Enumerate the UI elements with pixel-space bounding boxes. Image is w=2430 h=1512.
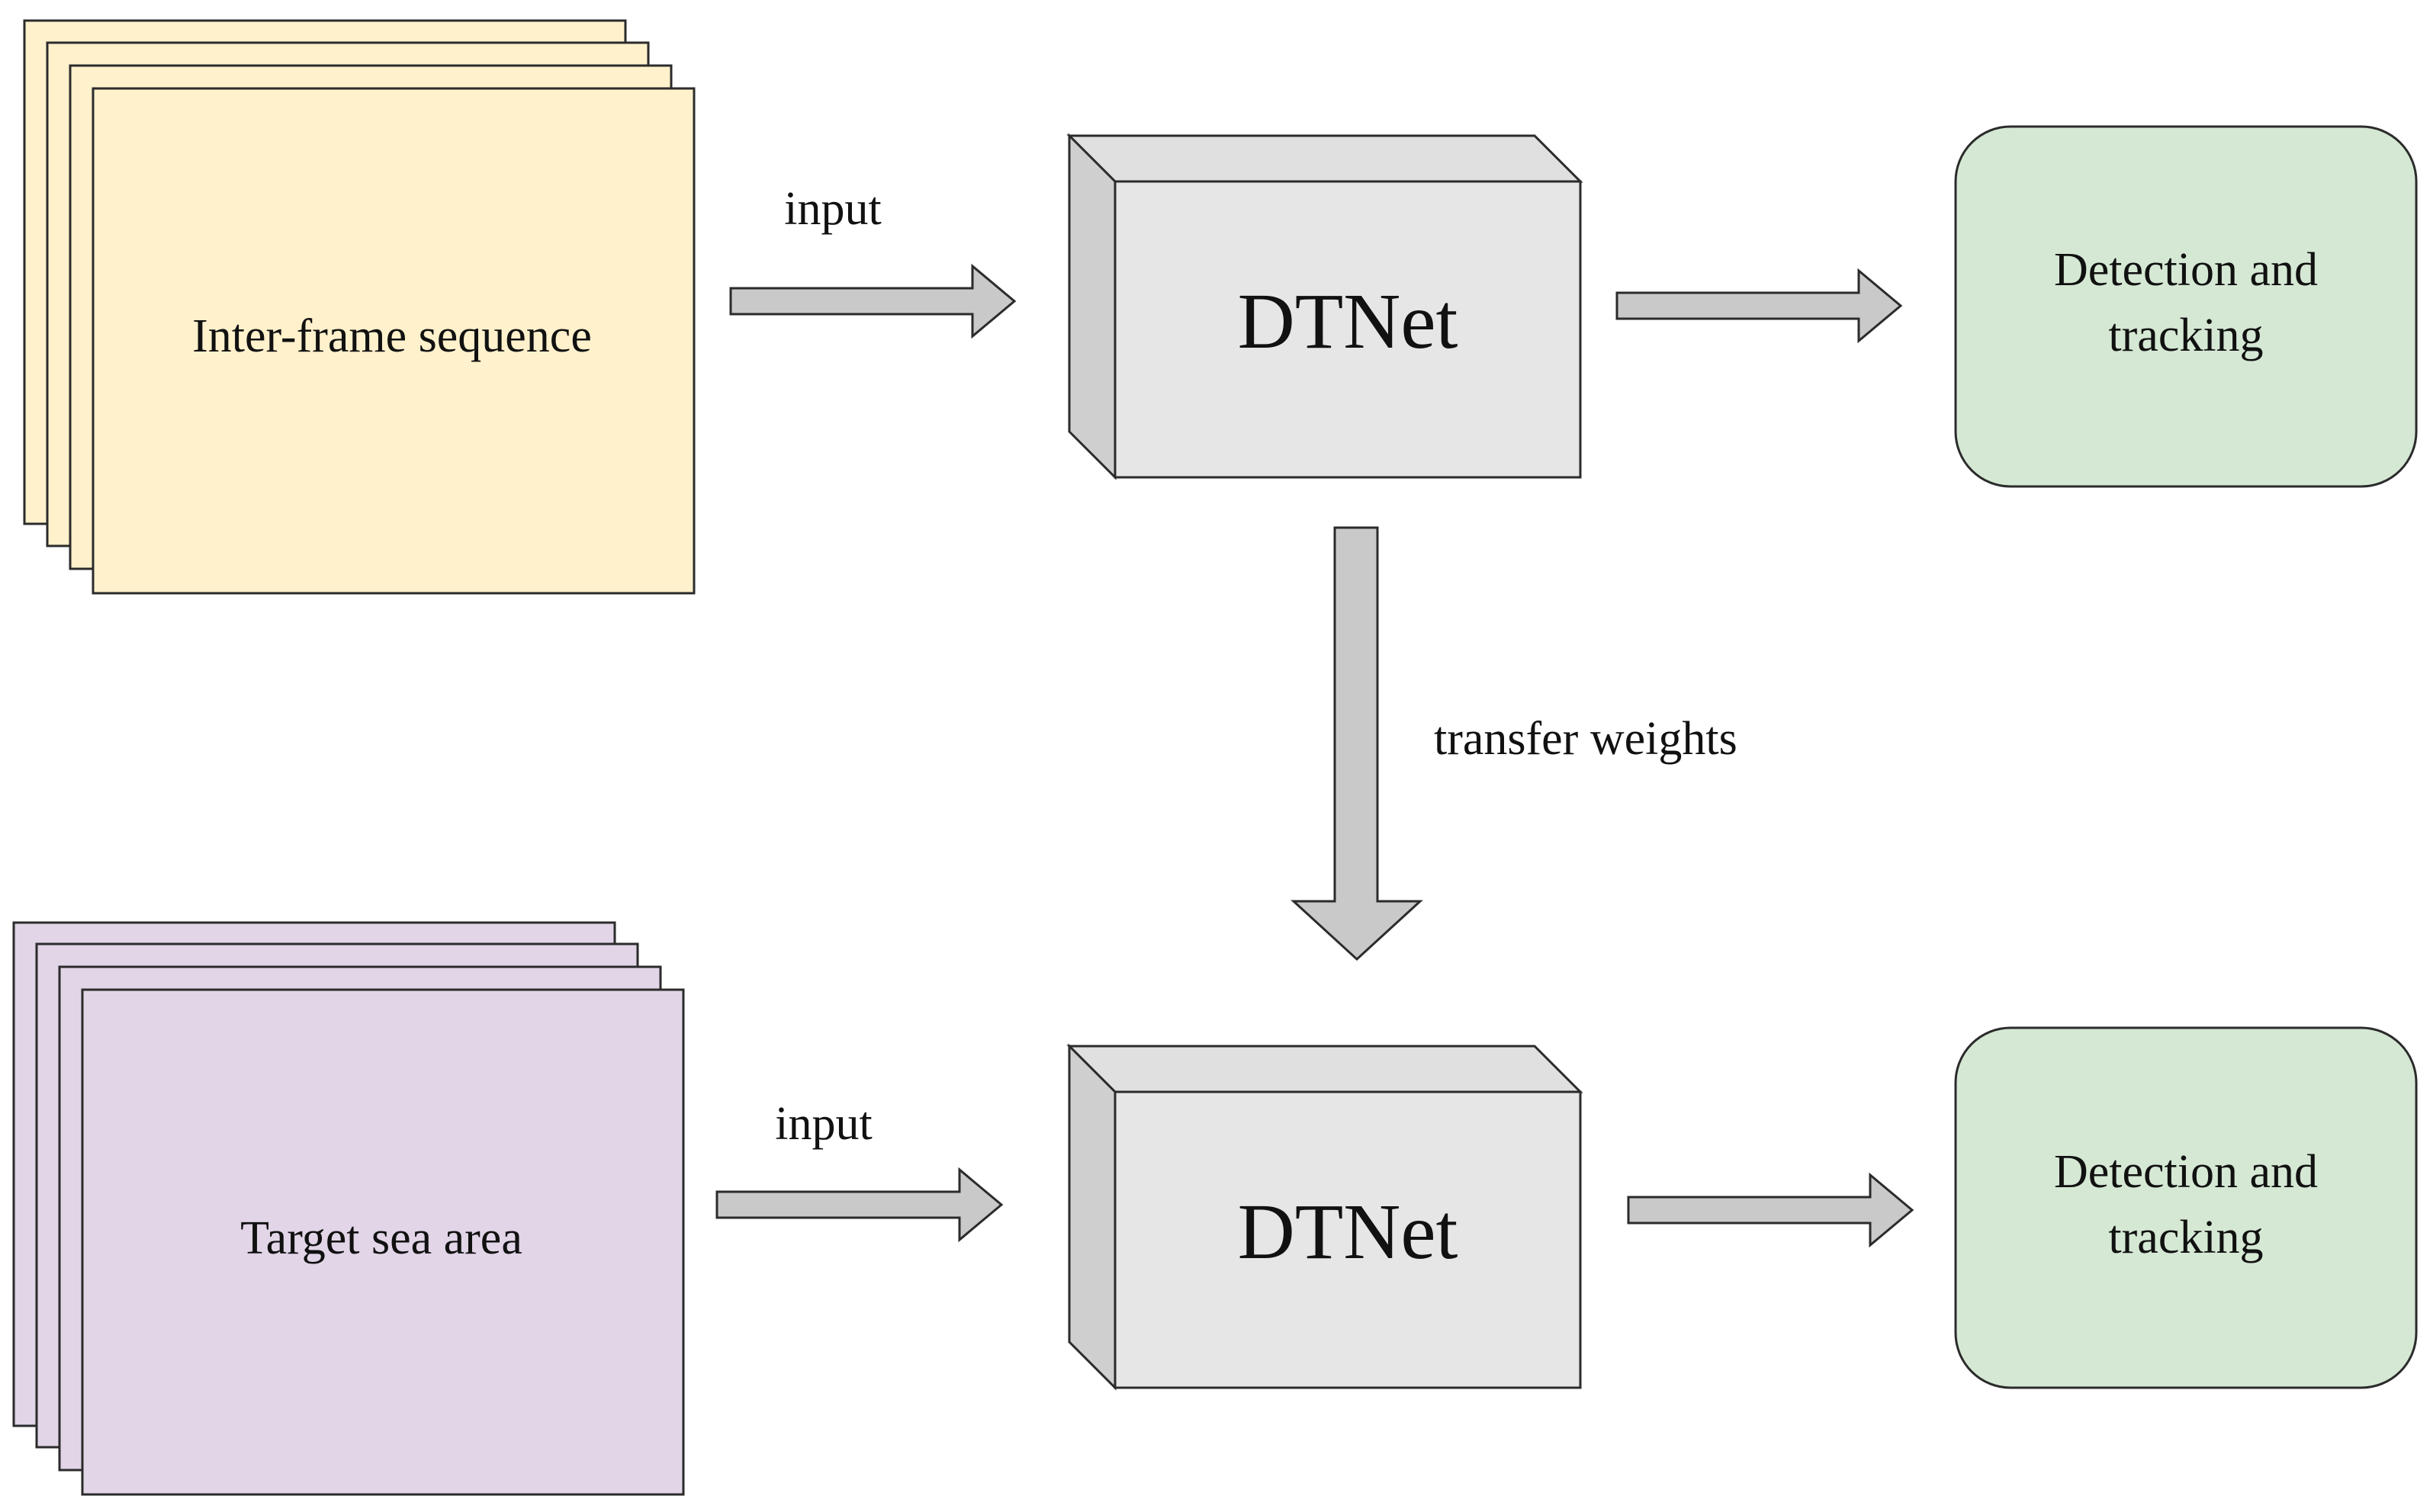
bottom-dtnet-front-face	[1114, 1090, 1582, 1389]
bottom-dtnet-label: DTNet	[1238, 1188, 1458, 1276]
bottom-dtnet-side-face	[1068, 1043, 1117, 1391]
top-dtnet-label: DTNet	[1238, 278, 1458, 365]
source-frame-stack	[23, 19, 696, 595]
transfer-weights-label: transfer weights	[1434, 713, 1737, 765]
top-input-arrow-label: input	[784, 183, 881, 235]
target-stack-label: Target sea area	[240, 1212, 522, 1264]
top-dtnet-top-face	[1066, 134, 1583, 183]
transfer-weights-arrow	[1291, 526, 1423, 961]
top-output-arrow	[1615, 268, 1903, 344]
bottom-output-label-line2: tracking	[2108, 1212, 2263, 1263]
bottom-output-box	[1954, 1026, 2418, 1389]
target-frame-stack	[12, 921, 685, 1496]
source-frame-layer-1	[92, 87, 696, 595]
bottom-input-arrow-label: input	[775, 1098, 872, 1150]
bottom-output-arrow	[1627, 1172, 1914, 1248]
bottom-dtnet-top-face	[1066, 1045, 1583, 1093]
top-dtnet-side-face	[1068, 133, 1117, 480]
top-input-arrow	[729, 263, 1017, 339]
target-frame-layer-1	[81, 988, 685, 1496]
bottom-output-label-line1: Detection and	[2054, 1146, 2318, 1198]
top-output-label-line1: Detection and	[2054, 244, 2318, 296]
bottom-input-arrow	[715, 1167, 1004, 1243]
top-output-label-line2: tracking	[2108, 310, 2263, 361]
top-dtnet-block	[1066, 133, 1583, 480]
bottom-dtnet-block	[1066, 1043, 1583, 1391]
source-stack-label: Inter-frame sequence	[192, 310, 592, 362]
top-output-box	[1954, 125, 2418, 488]
top-dtnet-front-face	[1114, 180, 1582, 479]
